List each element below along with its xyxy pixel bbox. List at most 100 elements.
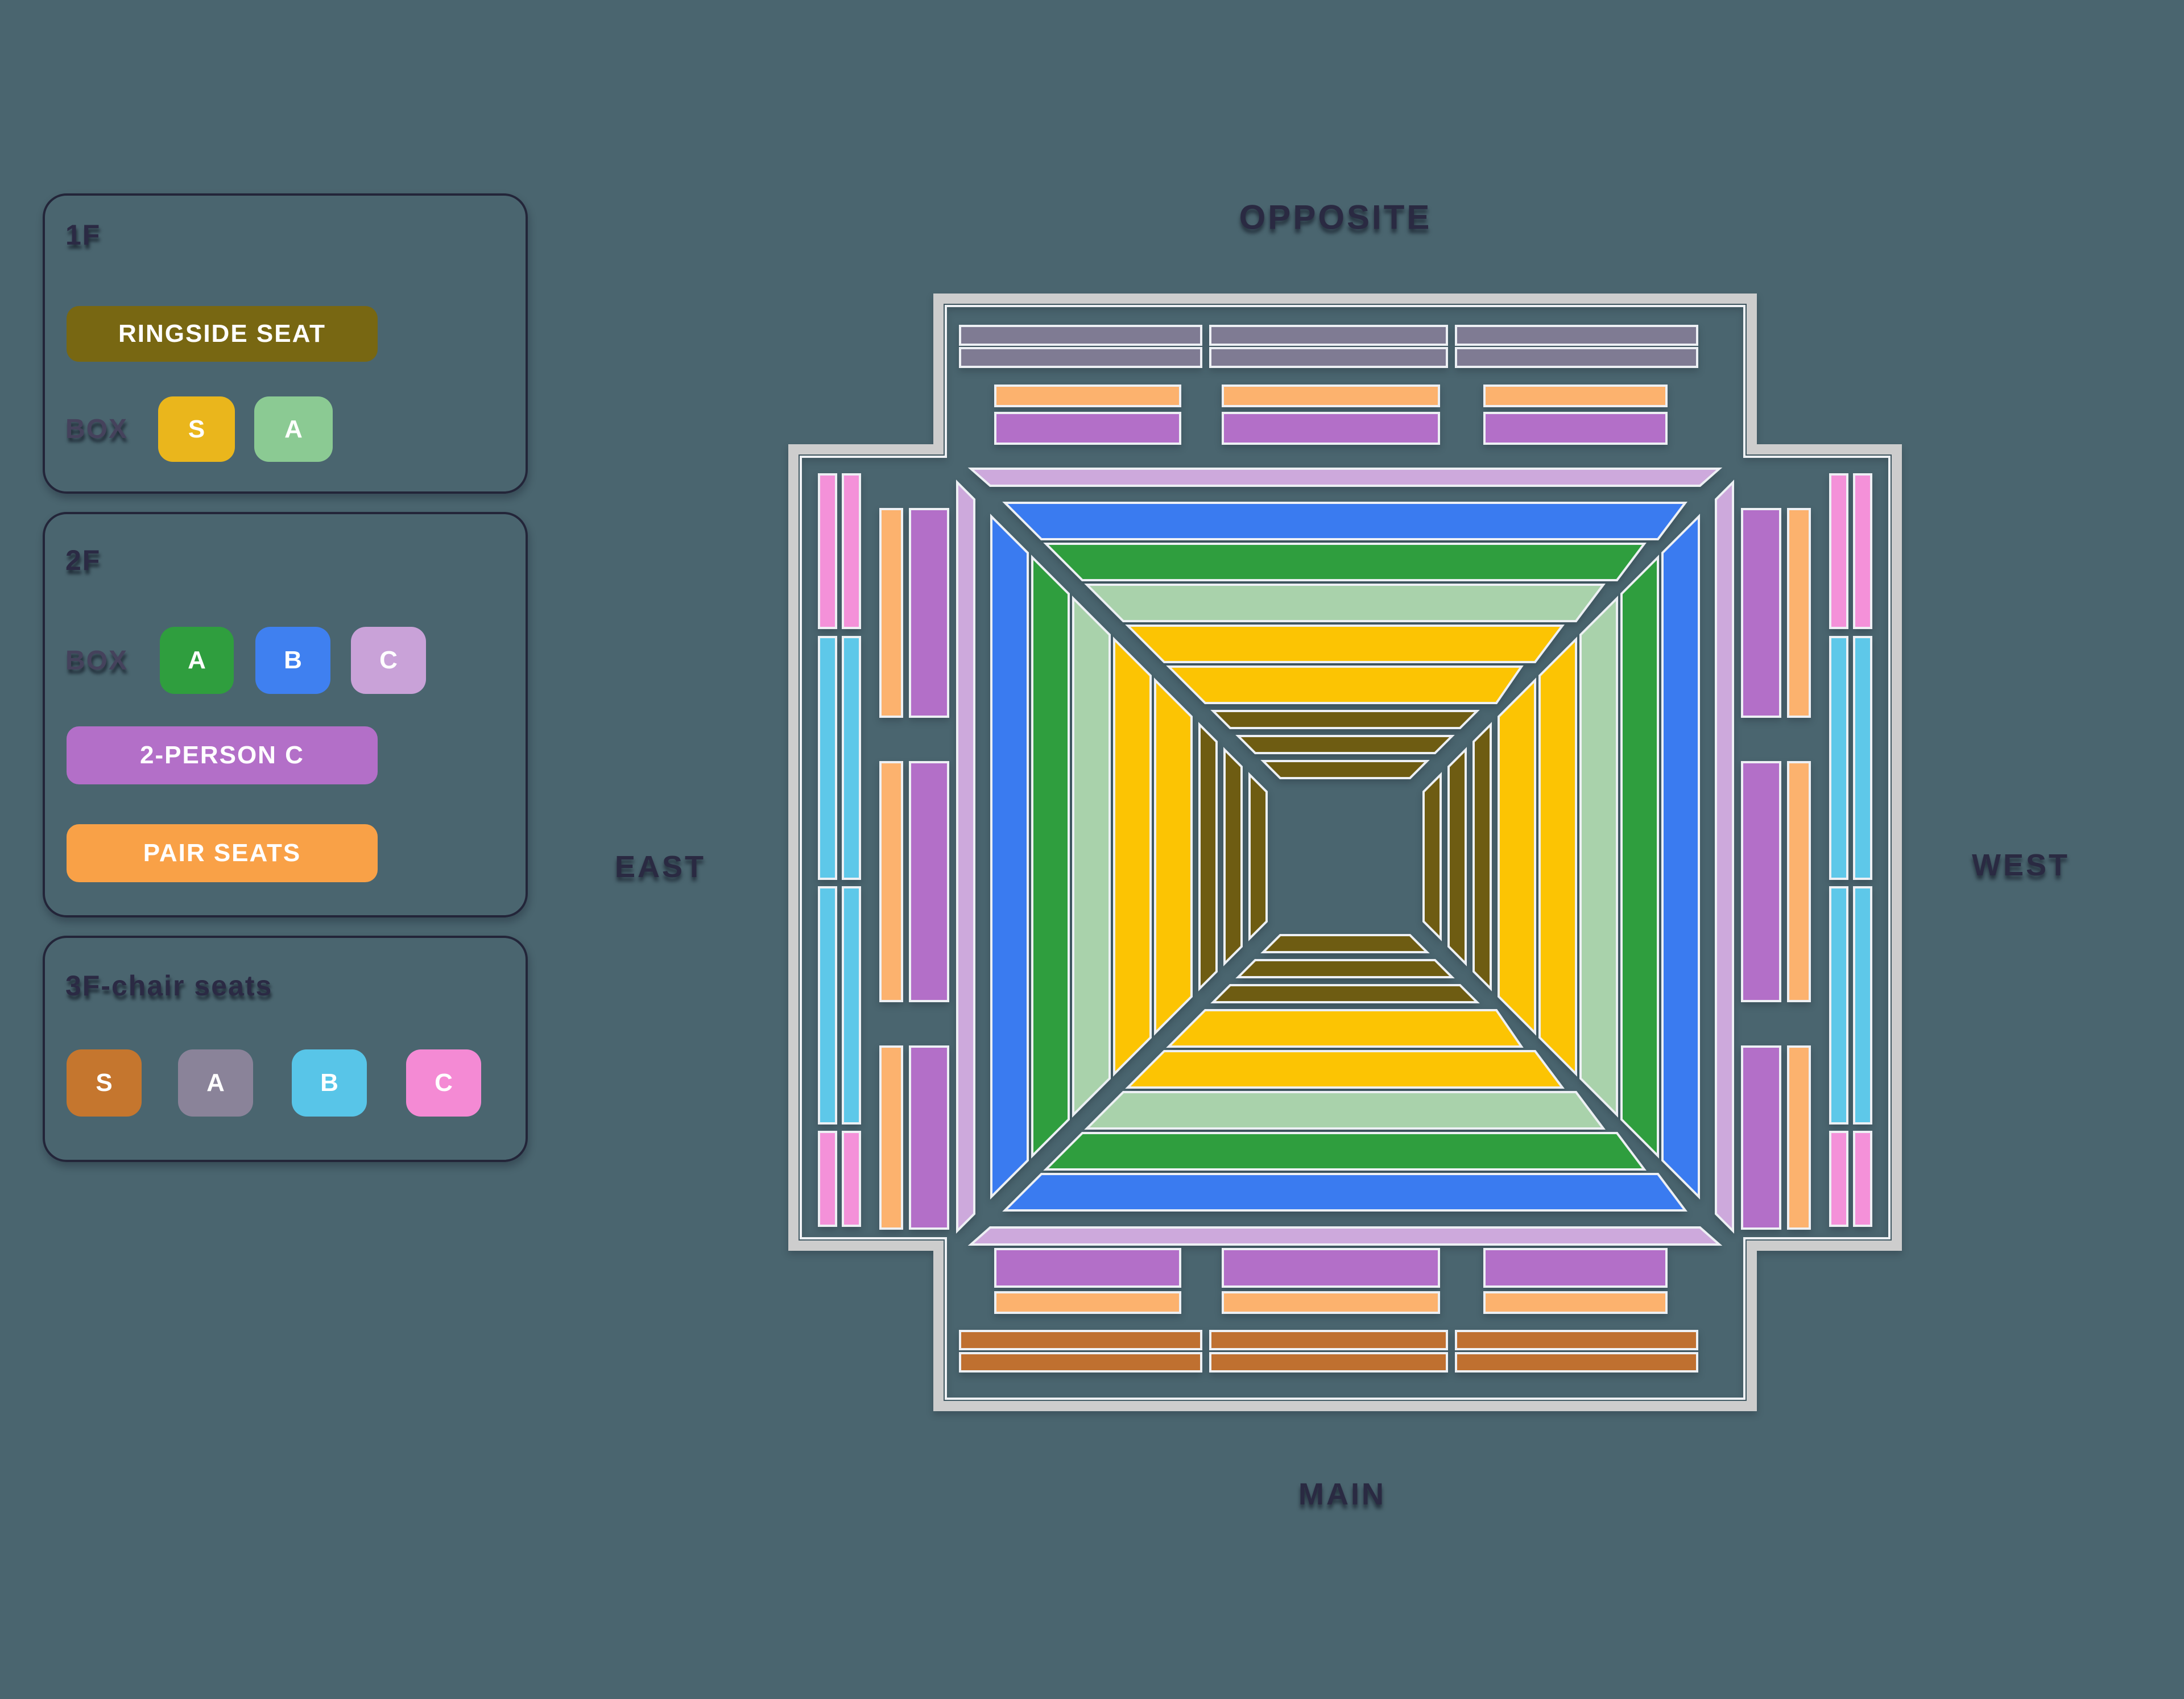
seat-section-box-s[interactable] [1166, 1009, 1524, 1048]
seat-section-3f-b[interactable] [842, 886, 861, 1125]
seat-section-ringside[interactable] [1260, 934, 1430, 953]
legend-1f-badge-a: A [254, 396, 333, 462]
seat-section-3f-a[interactable] [1209, 325, 1448, 346]
seat-section-box-a1f[interactable] [1084, 584, 1606, 622]
seat-section-3f-c[interactable] [842, 1131, 861, 1227]
pair-seats-key: PAIR SEATS [67, 824, 378, 882]
seat-section-3f-c[interactable] [842, 473, 861, 629]
seat-section-pair[interactable] [1787, 508, 1811, 718]
seat-section-pair[interactable] [1787, 1045, 1811, 1230]
seat-section-3f-s[interactable] [959, 1352, 1202, 1373]
seat-section-3f-s[interactable] [1209, 1352, 1448, 1373]
seat-section-ringside[interactable] [1198, 722, 1218, 991]
seat-section-3f-b[interactable] [1853, 886, 1872, 1125]
seat-section-pair[interactable] [1222, 1291, 1440, 1314]
seat-section-2person-c[interactable] [1741, 508, 1781, 718]
seat-section-box-a2f[interactable] [1043, 543, 1647, 581]
seat-section-2person-c[interactable] [994, 1248, 1181, 1288]
seat-section-3f-b[interactable] [1829, 886, 1848, 1125]
seat-section-box-c[interactable] [967, 468, 1723, 487]
seat-section-ringside[interactable] [1210, 710, 1480, 729]
seat-section-3f-c[interactable] [1853, 1131, 1872, 1227]
seat-section-ringside[interactable] [1472, 722, 1492, 991]
seat-section-3f-c[interactable] [1853, 473, 1872, 629]
seat-section-3f-b[interactable] [842, 636, 861, 880]
seat-section-box-c[interactable] [1715, 479, 1734, 1234]
seat-section-2person-c[interactable] [1741, 1045, 1781, 1230]
seat-section-3f-a[interactable] [1455, 347, 1698, 368]
seat-section-3f-s[interactable] [1455, 1352, 1698, 1373]
seat-section-2person-c[interactable] [1222, 412, 1440, 445]
legend-2f-box-label: BOX [65, 645, 129, 676]
seat-section-pair[interactable] [879, 761, 903, 1002]
seat-section-box-c[interactable] [956, 479, 975, 1234]
seat-section-3f-c[interactable] [1829, 1131, 1848, 1227]
seat-section-2person-c[interactable] [1483, 412, 1668, 445]
seat-section-2person-c[interactable] [1483, 1248, 1668, 1288]
seat-section-3f-b[interactable] [818, 886, 837, 1125]
seat-section-pair[interactable] [879, 508, 903, 718]
seat-section-pair[interactable] [1483, 385, 1668, 407]
seat-section-pair[interactable] [1222, 385, 1440, 407]
seat-section-2person-c[interactable] [994, 412, 1181, 445]
seat-section-ringside[interactable] [1210, 984, 1480, 1003]
seat-section-3f-b[interactable] [818, 636, 837, 880]
seat-section-box-s[interactable] [1166, 665, 1524, 704]
side-label-east: EAST [614, 850, 706, 884]
legend-panel-1f: 1F RINGSIDE SEAT BOX S A [43, 193, 528, 494]
seat-section-box-b[interactable] [990, 514, 1029, 1200]
seat-section-ringside[interactable] [1235, 735, 1455, 754]
seat-section-box-a2f[interactable] [1620, 555, 1659, 1159]
seat-section-3f-a[interactable] [959, 325, 1202, 346]
seat-section-box-s[interactable] [1538, 636, 1577, 1077]
seat-section-box-a1f[interactable] [1084, 1091, 1606, 1130]
legend-3f-badge-c: C [406, 1049, 481, 1117]
two-person-c-sections [909, 412, 1781, 1288]
seat-section-3f-a[interactable] [1455, 325, 1698, 346]
seat-section-2person-c[interactable] [909, 761, 949, 1002]
seat-section-3f-s[interactable] [1209, 1330, 1448, 1350]
seat-section-box-a2f[interactable] [1031, 555, 1070, 1159]
seat-section-3f-a[interactable] [959, 347, 1202, 368]
seat-section-3f-b[interactable] [1853, 636, 1872, 880]
seat-section-ringside[interactable] [1422, 772, 1442, 941]
seat-section-box-s[interactable] [1498, 677, 1536, 1036]
seat-section-box-c[interactable] [967, 1226, 1723, 1246]
seat-section-ringside[interactable] [1223, 747, 1243, 966]
seat-section-3f-s[interactable] [1455, 1330, 1698, 1350]
seat-section-box-b[interactable] [1002, 502, 1687, 540]
seat-section-3f-c[interactable] [818, 473, 837, 629]
seat-section-3f-c[interactable] [818, 1131, 837, 1227]
seat-section-ringside[interactable] [1235, 959, 1455, 978]
seat-section-box-s[interactable] [1154, 677, 1193, 1036]
seat-section-box-s[interactable] [1113, 636, 1152, 1077]
side-label-west: WEST [1972, 848, 2070, 882]
seat-section-pair[interactable] [1787, 761, 1811, 1002]
legend-2f-title: 2F [65, 544, 101, 576]
seat-section-2person-c[interactable] [909, 508, 949, 718]
seat-section-3f-a[interactable] [1209, 347, 1448, 368]
seat-section-box-b[interactable] [1002, 1173, 1687, 1212]
seat-section-ringside[interactable] [1260, 760, 1430, 779]
seat-section-box-b[interactable] [1661, 514, 1700, 1200]
seat-section-pair[interactable] [879, 1045, 903, 1230]
seat-section-2person-c[interactable] [1222, 1248, 1440, 1288]
seat-section-3f-b[interactable] [1829, 636, 1848, 880]
seat-section-3f-s[interactable] [959, 1330, 1202, 1350]
seat-section-box-s[interactable] [1125, 625, 1565, 663]
legend-2f-badge-c: C [351, 627, 426, 694]
seat-section-pair[interactable] [994, 385, 1181, 407]
seat-section-2person-c[interactable] [1741, 761, 1781, 1002]
seat-section-ringside[interactable] [1447, 747, 1467, 966]
seat-section-pair[interactable] [994, 1291, 1181, 1314]
seat-section-2person-c[interactable] [909, 1045, 949, 1230]
seat-section-3f-c[interactable] [1829, 473, 1848, 629]
seat-section-box-s[interactable] [1125, 1050, 1565, 1089]
legend-1f-badge-s: S [158, 396, 235, 462]
seat-section-box-a2f[interactable] [1043, 1132, 1647, 1171]
seat-section-box-a1f[interactable] [1072, 596, 1111, 1118]
seat-section-pair[interactable] [1483, 1291, 1668, 1314]
seat-section-ringside[interactable] [1248, 772, 1268, 941]
seat-section-box-a1f[interactable] [1579, 596, 1618, 1118]
